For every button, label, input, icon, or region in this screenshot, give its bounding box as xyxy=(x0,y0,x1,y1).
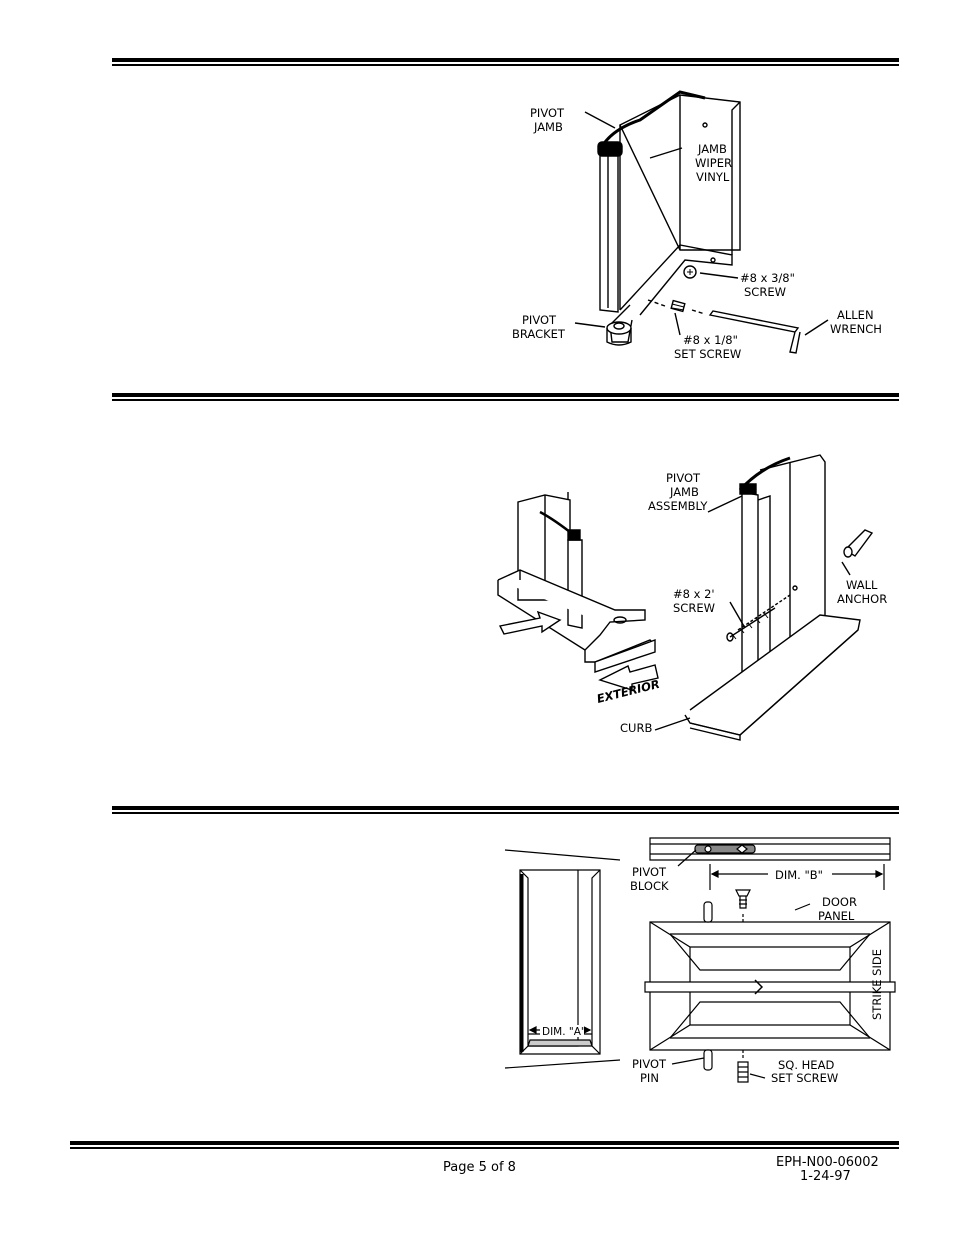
document-id: EPH-N00-06002 xyxy=(776,1155,879,1170)
footer-rule xyxy=(70,1141,899,1150)
label-pivot-pin-2: PIN xyxy=(640,1071,659,1085)
label-door-panel-1: DOOR xyxy=(822,895,857,909)
label-allen-wrench-2: WRENCH xyxy=(830,322,882,336)
section-rule-2 xyxy=(112,393,899,402)
label-pivot-jamb-1: PIVOT xyxy=(530,106,565,120)
label-sq-head-1: SQ. HEAD xyxy=(778,1058,834,1072)
section-rule-1 xyxy=(112,58,899,67)
page-number: Page 5 of 8 xyxy=(443,1160,516,1175)
label-set-screw-2: SET SCREW xyxy=(674,347,741,361)
label-pivot-bracket-2: BRACKET xyxy=(512,327,566,341)
label-jamb-wiper-1: JAMB xyxy=(697,142,727,156)
section-rule-3 xyxy=(112,806,899,815)
label-screw-2-1: #8 x 2' xyxy=(673,587,715,601)
label-screw-38-1: #8 x 3/8" xyxy=(740,271,795,285)
label-pivot-jamb-2: JAMB xyxy=(533,120,563,134)
label-allen-wrench-1: ALLEN xyxy=(837,308,874,322)
label-curb: CURB xyxy=(620,721,652,735)
label-wall-anchor-1: WALL xyxy=(846,578,878,592)
label-pivot-pin-1: PIVOT xyxy=(632,1057,667,1071)
jamb-installation-figure: PIVOT JAMB ASSEMBLY WALL ANCHOR #8 x 2' … xyxy=(490,440,887,750)
label-jamb-wiper-2: WIPER xyxy=(695,156,732,170)
label-screw-38-2: SCREW xyxy=(744,285,786,299)
label-pivot-jamb-assembly-2: JAMB xyxy=(669,485,699,499)
label-sq-head-2: SET SCREW xyxy=(771,1071,838,1085)
label-screw-2-2: SCREW xyxy=(673,601,715,615)
pivot-jamb-figure: PIVOT JAMB JAMB WIPER VINYL #8 x 3/8" SC… xyxy=(512,80,882,361)
label-pivot-block-2: BLOCK xyxy=(630,879,669,893)
label-pivot-bracket-1: PIVOT xyxy=(522,313,557,327)
label-pivot-jamb-assembly-3: ASSEMBLY xyxy=(648,499,708,513)
label-set-screw-1: #8 x 1/8" xyxy=(683,333,738,347)
label-jamb-wiper-3: VINYL xyxy=(696,170,730,184)
document-date: 1-24-97 xyxy=(800,1169,851,1184)
label-dim-a: DIM. "A" xyxy=(542,1026,586,1038)
door-panel-figure: DIM. "B" PIVOT BLOCK DOOR PANEL STRIKE S… xyxy=(500,830,900,1085)
label-dim-b: DIM. "B" xyxy=(775,868,823,882)
label-door-panel-2: PANEL xyxy=(818,909,855,923)
label-pivot-block-1: PIVOT xyxy=(632,865,667,879)
label-pivot-jamb-assembly-1: PIVOT xyxy=(666,471,701,485)
label-wall-anchor-2: ANCHOR xyxy=(837,592,887,606)
label-strike-side: STRIKE SIDE xyxy=(870,949,884,1020)
